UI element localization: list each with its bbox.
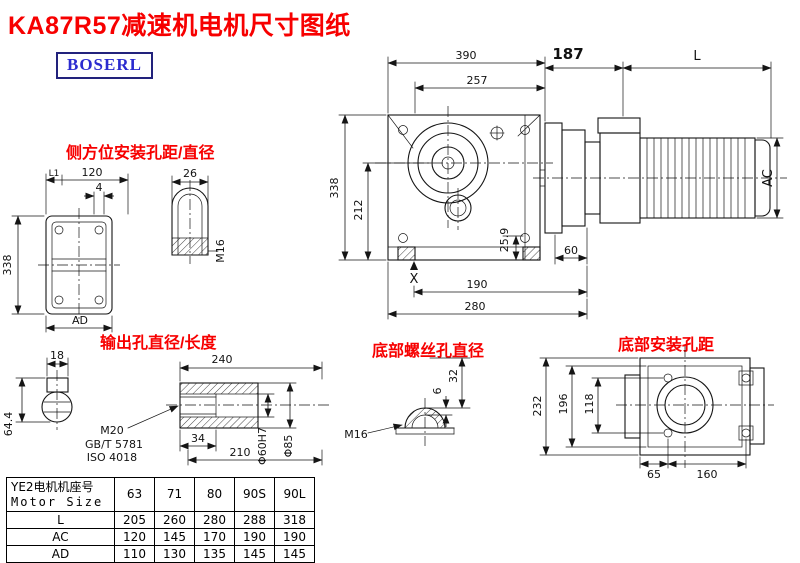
dim-6: 6	[431, 388, 444, 395]
dim-210: 210	[230, 446, 251, 459]
cell-AD-71: 130	[154, 545, 195, 563]
dim-L1: L1	[49, 169, 60, 179]
dim-338-side: 338	[1, 255, 14, 276]
dim-232: 232	[531, 396, 544, 417]
cell-AC-90L: 190	[274, 528, 315, 546]
motor-outline	[539, 117, 771, 234]
bottom-screw-label: 底部螺丝孔直径	[372, 343, 485, 360]
cell-AC-63: 120	[114, 528, 155, 546]
table-header-row: YE2电机机座号 Motor Size 63 71 80 90S 90L	[6, 477, 315, 512]
dim-118: 118	[583, 394, 596, 415]
cell-L-71: 260	[154, 511, 195, 529]
dim-motor-L: L	[693, 49, 701, 64]
table-row-AD: AD 110 130 135 145 145	[6, 545, 315, 563]
dim-26: 26	[183, 167, 197, 180]
motor-size-table: YE2电机机座号 Motor Size 63 71 80 90S 90L L 2…	[6, 477, 315, 563]
gearbox-outline	[375, 106, 787, 261]
motor-fins	[646, 137, 746, 219]
dim-390: 390	[456, 49, 477, 62]
dim-M20: M20	[100, 424, 124, 437]
output-label: 输出孔直径/长度	[100, 335, 217, 352]
bottom-mount-label: 底部安装孔距	[618, 337, 715, 354]
dim-64-4: 64.4	[2, 412, 15, 437]
main-dimensions: 390 257 187 L 338 212 AC 25.9	[328, 45, 784, 320]
dim-d60h7: Φ60H7	[256, 427, 269, 465]
brand-logo: BOSERL	[56, 52, 153, 79]
col-header-80: 80	[194, 477, 235, 512]
dim-34: 34	[191, 432, 205, 445]
dim-187: 187	[552, 45, 583, 63]
cell-L-63: 205	[114, 511, 155, 529]
cell-AC-71: 145	[154, 528, 195, 546]
dim-212: 212	[352, 200, 365, 221]
table-row-L: L 205 260 280 288 318	[6, 511, 315, 529]
cell-AD-90S: 145	[234, 545, 275, 563]
cell-AC-80: 170	[194, 528, 235, 546]
col-header-90L: 90L	[274, 477, 315, 512]
dim-M16-bottom: M16	[344, 428, 368, 441]
table-header-en: Motor Size	[11, 494, 104, 509]
dim-196: 196	[557, 394, 570, 415]
dim-280: 280	[465, 300, 486, 313]
std-gb: GB/T 5781	[85, 438, 143, 451]
col-header-90S: 90S	[234, 477, 275, 512]
cell-AD-80: 135	[194, 545, 235, 563]
table-header-cell: YE2电机机座号 Motor Size	[6, 477, 115, 512]
cell-AD-63: 110	[114, 545, 155, 563]
col-header-63: 63	[114, 477, 155, 512]
dim-18: 18	[50, 349, 64, 362]
main-assembly-drawing: 390 257 187 L 338 212 AC 25.9	[328, 45, 787, 320]
cell-AC-90S: 190	[234, 528, 275, 546]
std-iso: ISO 4018	[87, 451, 137, 464]
side-mounting-view: L1 120 4 338 AD 26 M16	[1, 166, 227, 333]
dim-25-9: 25.9	[498, 228, 511, 253]
dim-120: 120	[82, 166, 103, 179]
dim-338-main: 338	[328, 178, 341, 199]
dim-d85: Φ85	[282, 435, 295, 458]
table-row-AC: AC 120 145 170 190 190	[6, 528, 315, 546]
table-header-cn: YE2电机机座号	[11, 479, 94, 494]
dim-4: 4	[96, 181, 103, 194]
dim-190: 190	[467, 278, 488, 291]
col-header-71: 71	[154, 477, 195, 512]
dim-257: 257	[467, 74, 488, 87]
row-label-L: L	[6, 511, 115, 529]
row-label-AD: AD	[6, 545, 115, 563]
bottom-screw-view: 32 6 M16	[344, 357, 471, 446]
cell-L-90S: 288	[234, 511, 275, 529]
dim-32: 32	[447, 369, 460, 383]
mount-hole-detail: 26 M16	[171, 167, 227, 264]
dim-M16-side: M16	[214, 239, 227, 263]
row-label-AC: AC	[6, 528, 115, 546]
dim-60: 60	[564, 244, 578, 257]
bottom-mounting-view: 232 196 118 65 160	[531, 346, 774, 481]
dim-240: 240	[212, 353, 233, 366]
cell-L-90L: 318	[274, 511, 315, 529]
dim-AC: AC	[761, 169, 776, 187]
side-mount-label: 侧方位安装孔距/直径	[66, 145, 215, 162]
page-title: KA87R57减速机电机尺寸图纸	[8, 12, 351, 40]
dim-160: 160	[697, 468, 718, 481]
dim-AD: AD	[72, 314, 88, 327]
output-shaft-view: 18 64.4 240 34 210 Φ60H7 Φ85 M20	[2, 349, 330, 466]
cell-L-80: 280	[194, 511, 235, 529]
dim-65: 65	[647, 468, 661, 481]
cell-AD-90L: 145	[274, 545, 315, 563]
dim-X: X	[410, 272, 419, 287]
